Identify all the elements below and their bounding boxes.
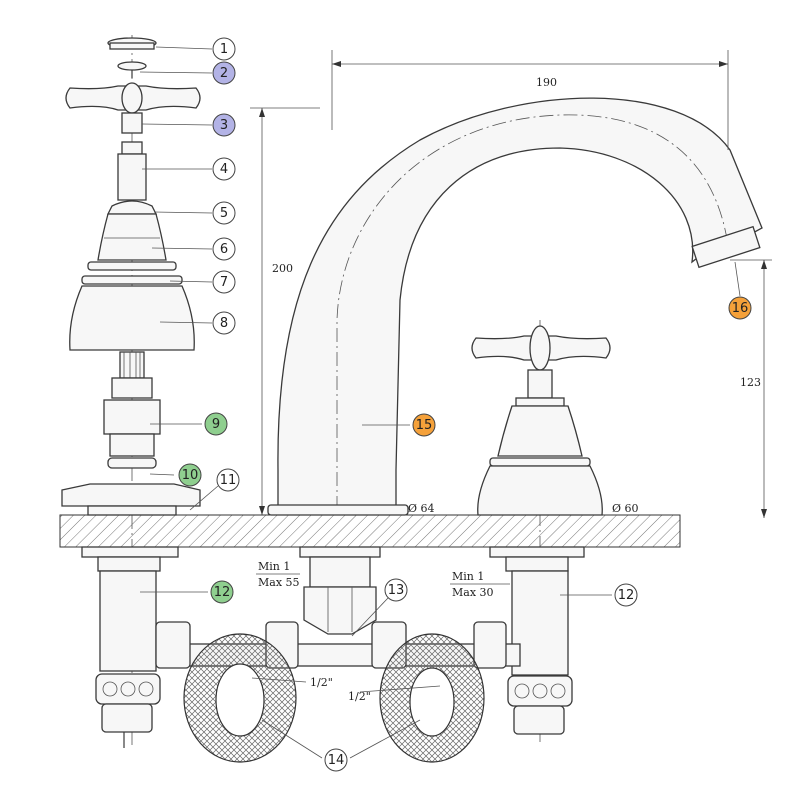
callout-label: 1	[220, 42, 228, 57]
callout-circle	[212, 201, 236, 225]
leader-lines	[139, 46, 741, 759]
callout-circle	[210, 580, 234, 604]
callout-15: 15	[412, 413, 436, 437]
callout-4: 4	[212, 157, 236, 181]
dim-right-max: Max 30	[452, 586, 494, 599]
callout-circle	[212, 61, 236, 85]
callout-label: 11	[220, 473, 237, 488]
left-valve-body	[81, 546, 179, 748]
callout-label: 4	[220, 162, 228, 177]
callout-2: 2	[212, 61, 236, 85]
callout-label: 9	[212, 417, 220, 432]
callout-label: 2	[220, 66, 228, 81]
callout-circle	[212, 113, 236, 137]
callout-circle	[216, 468, 240, 492]
callout-8: 8	[212, 311, 236, 335]
thread-left: 1/2"	[310, 676, 333, 689]
right-valve-assembly	[471, 320, 611, 745]
callout-circle	[614, 583, 638, 607]
callout-label: 6	[220, 242, 228, 257]
callout-13: 13	[384, 578, 408, 602]
dim-center-min: Min 1	[258, 560, 290, 573]
dim-height-200: 200	[272, 262, 293, 275]
callout-14: 14	[324, 748, 348, 772]
callout-9: 9	[204, 412, 228, 436]
callout-circle	[384, 578, 408, 602]
callout-circle	[728, 296, 752, 320]
callout-6: 6	[212, 237, 236, 261]
callout-label: 7	[220, 275, 228, 290]
callout-circle	[212, 237, 236, 261]
callout-3: 3	[212, 113, 236, 137]
callout-circle	[412, 413, 436, 437]
callout-label: 8	[220, 316, 228, 331]
dim-dia-60: Ø 60	[612, 502, 639, 515]
callout-11: 11	[216, 468, 240, 492]
exploded-handle-assembly	[61, 35, 201, 745]
dim-right-min: Min 1	[452, 570, 484, 583]
thread-right: 1/2"	[348, 690, 371, 703]
callout-12: 12	[614, 583, 638, 607]
dim-width-190: 190	[536, 76, 557, 89]
dim-center-max: Max 55	[258, 576, 300, 589]
callout-10: 10	[178, 463, 202, 487]
callout-circle	[212, 157, 236, 181]
callout-circle	[212, 37, 236, 61]
callout-12: 12	[210, 580, 234, 604]
callout-circle	[212, 270, 236, 294]
callout-label: 14	[328, 753, 345, 768]
dimension-lines: 190 200 123 Ø 64 Ø 60 Min 1 Max 55 Min 1…	[250, 50, 772, 703]
callout-label: 12	[214, 585, 231, 600]
callout-7: 7	[212, 270, 236, 294]
callout-label: 13	[388, 583, 405, 598]
callout-label: 15	[416, 418, 433, 433]
callout-label: 16	[732, 301, 749, 316]
dim-height-123: 123	[740, 376, 761, 389]
callout-label: 3	[220, 118, 228, 133]
dim-dia-64: Ø 64	[408, 502, 435, 515]
callout-label: 12	[618, 588, 635, 603]
callout-circle	[204, 412, 228, 436]
callout-5: 5	[212, 201, 236, 225]
spout	[267, 97, 763, 635]
callout-label: 5	[220, 206, 228, 221]
callout-circle	[212, 311, 236, 335]
callout-16: 16	[728, 296, 752, 320]
callout-circle	[324, 748, 348, 772]
countertop	[59, 514, 681, 548]
callout-label: 10	[182, 468, 199, 483]
callout-circle	[178, 463, 202, 487]
connection-pipes	[155, 621, 521, 763]
callout-1: 1	[212, 37, 236, 61]
